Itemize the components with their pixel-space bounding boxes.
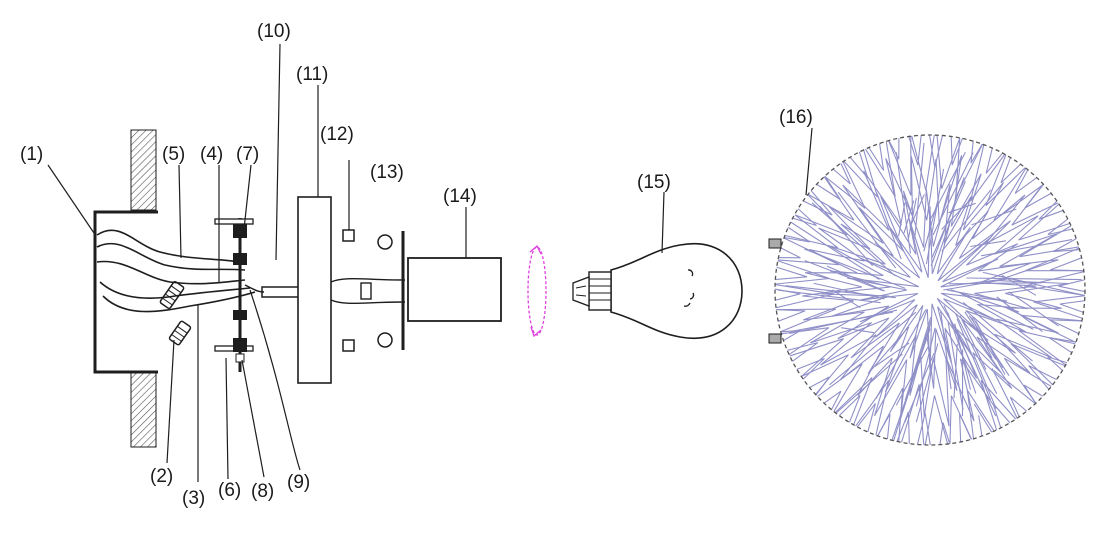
- crystal-spike: [970, 240, 1007, 248]
- centre-stem: [244, 284, 301, 298]
- crystal-spike: [790, 311, 894, 333]
- crystal-spike: [874, 342, 910, 367]
- canopy-screw-upper: [342, 229, 355, 242]
- label-1: (1): [20, 144, 43, 165]
- crystal-spike: [943, 305, 997, 417]
- crystal-spike: [811, 202, 896, 277]
- canopy-screw-lower: [342, 339, 355, 352]
- crystal-spike: [777, 289, 881, 304]
- crystal-spike: [954, 323, 972, 390]
- supply-wires: [96, 229, 256, 313]
- lamp-socket: [401, 231, 502, 350]
- label-3: (3): [182, 488, 205, 509]
- canopy: [297, 196, 332, 384]
- crystal-spike: [931, 181, 966, 258]
- crystal-spike: [837, 191, 897, 269]
- crystal-spike: [975, 320, 1006, 375]
- crystal-spike: [947, 321, 964, 410]
- callout-labels: (1) (2) (3) (4) (5) (6) (7) (8) (9) (10)…: [20, 21, 813, 509]
- crystal-spike: [915, 343, 939, 423]
- crystal-spike: [895, 346, 929, 406]
- label-16: (16): [779, 107, 813, 128]
- label-4: (4): [200, 144, 223, 165]
- crystal-spike: [914, 143, 925, 239]
- crystal-spike: [789, 221, 880, 280]
- crystal-spike: [949, 282, 1042, 285]
- leader-lines: [47, 43, 813, 482]
- crystal-spike: [950, 289, 1020, 313]
- label-14: (14): [443, 186, 477, 207]
- label-2: (2): [150, 466, 173, 487]
- crystal-spike: [948, 202, 976, 214]
- crystal-spike: [804, 260, 884, 292]
- light-bulb: [572, 243, 743, 339]
- crystal-spike: [996, 296, 1043, 333]
- crystal-spike: [959, 315, 987, 370]
- label-5: (5): [162, 144, 185, 165]
- junction-box: [93, 210, 158, 374]
- crystal-spike: [903, 200, 915, 234]
- label-9: (9): [287, 472, 310, 493]
- crystal-spike: [1008, 291, 1059, 327]
- label-15: (15): [637, 172, 671, 193]
- crystal-spike: [909, 319, 932, 389]
- label-7: (7): [236, 144, 259, 165]
- crystal-spike: [826, 265, 886, 292]
- crystal-spike: [904, 352, 935, 423]
- crystal-spike: [904, 317, 932, 401]
- rotation-arrow-icon: [527, 244, 547, 338]
- crystal-spike: [971, 208, 1017, 226]
- label-11: (11): [296, 64, 328, 85]
- crystal-spike: [876, 192, 902, 260]
- crystal-spike: [966, 277, 1082, 281]
- crystal-spike: [980, 239, 1073, 257]
- crystal-spike: [841, 327, 875, 334]
- label-10: (10): [257, 21, 291, 42]
- crystal-spike: [907, 197, 917, 239]
- crystal-spike: [819, 205, 874, 267]
- crystal-spike: [962, 301, 1033, 362]
- label-8: (8): [251, 481, 274, 502]
- crystal-spike: [875, 309, 927, 400]
- crystal-spike: [953, 343, 958, 399]
- crystal-spike: [932, 152, 974, 236]
- crystal-spike: [895, 152, 912, 254]
- crystal-spike: [785, 285, 896, 299]
- crystal-spike: [955, 313, 998, 394]
- crystal-spike: [929, 151, 966, 221]
- crystal-spike: [829, 311, 917, 386]
- crystal-spike: [813, 282, 885, 300]
- decorative-knob-lower: [377, 332, 393, 348]
- crystal-spike: [832, 353, 903, 417]
- crystal-spike: [832, 289, 861, 309]
- crystal-spike: [915, 327, 936, 407]
- crystal-spike: [898, 202, 906, 237]
- label-12: (12): [320, 124, 354, 145]
- crystal-spike: [923, 198, 940, 252]
- crystal-spike: [971, 317, 993, 359]
- crystal-spike: [956, 318, 992, 401]
- crystal-spike: [804, 248, 906, 289]
- label-6: (6): [218, 480, 241, 501]
- wall-section: [130, 129, 157, 448]
- crystal-spike: [925, 168, 945, 265]
- mounting-screw-lower: [168, 320, 192, 346]
- mounting-bracket: [214, 218, 254, 372]
- crystal-spike: [960, 293, 1034, 330]
- socket-wires: [330, 277, 406, 305]
- decorative-knob-upper: [377, 234, 393, 250]
- crystal-shade: [768, 134, 1086, 446]
- crystal-spike: [941, 189, 992, 252]
- crystal-spike: [940, 311, 952, 390]
- label-13: (13): [370, 162, 404, 183]
- crystal-spike: [1001, 274, 1037, 296]
